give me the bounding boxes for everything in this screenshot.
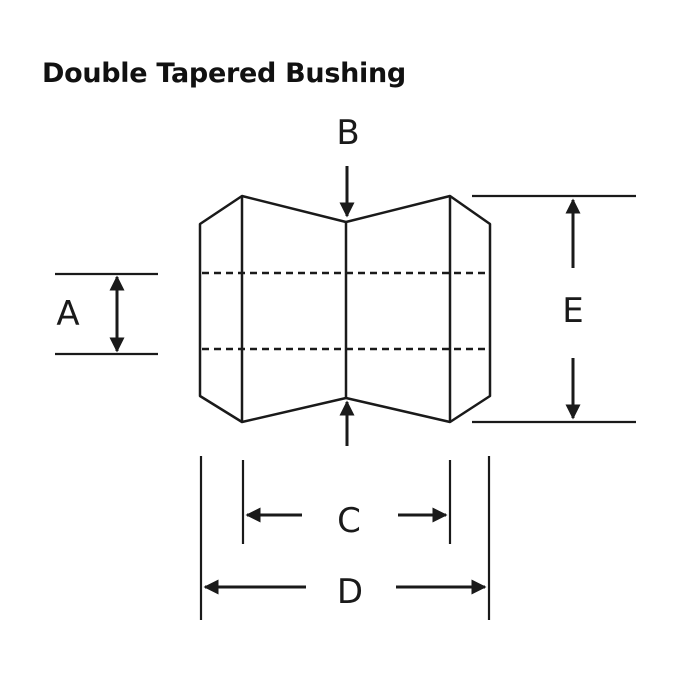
bushing-outline — [198, 194, 492, 424]
dimension-c: C — [241, 460, 452, 544]
dimension-b: B — [336, 113, 360, 446]
bushing-body — [198, 194, 492, 424]
label-b: B — [336, 113, 359, 153]
label-a: A — [56, 294, 79, 334]
dimension-d: D — [199, 456, 491, 620]
label-c: C — [337, 501, 361, 541]
dimension-a: A — [55, 272, 158, 356]
label-d: D — [337, 572, 363, 612]
label-e: E — [562, 291, 583, 331]
diagram-title: Double Tapered Bushing — [42, 58, 406, 89]
dimension-e: E — [472, 194, 636, 424]
